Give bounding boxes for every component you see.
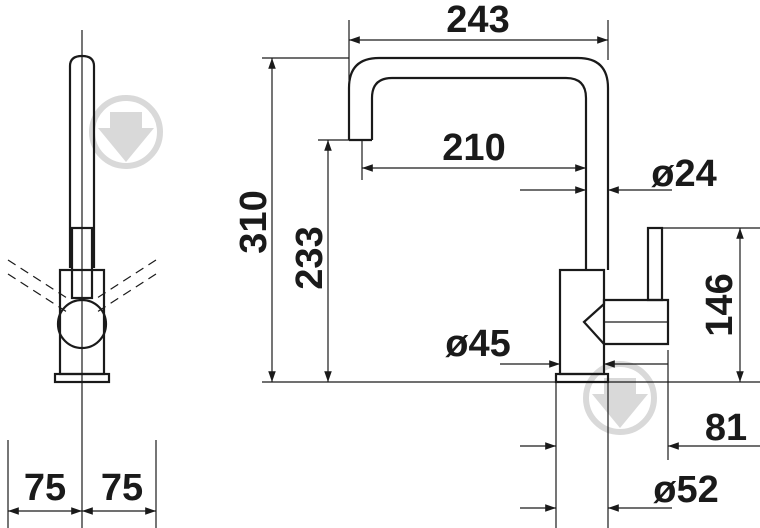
watermark-icon [89,95,163,169]
dim-lever-offset: 81 [705,407,747,449]
dim-spout-reach-outer: 243 [446,0,509,41]
dim-total-height: 310 [233,190,275,253]
side-view [262,20,760,528]
front-view [7,30,157,528]
dim-swing-left: 75 [24,467,66,509]
dim-spout-reach-inner: 210 [442,127,505,169]
dim-spout-height: 233 [289,226,331,289]
dim-spout-diameter: ø24 [651,153,716,195]
dim-base-diameter: ø52 [653,469,718,511]
dim-body-diameter: ø45 [445,323,510,365]
dim-swing-right: 75 [101,467,143,509]
dim-body-height: 146 [699,273,741,336]
